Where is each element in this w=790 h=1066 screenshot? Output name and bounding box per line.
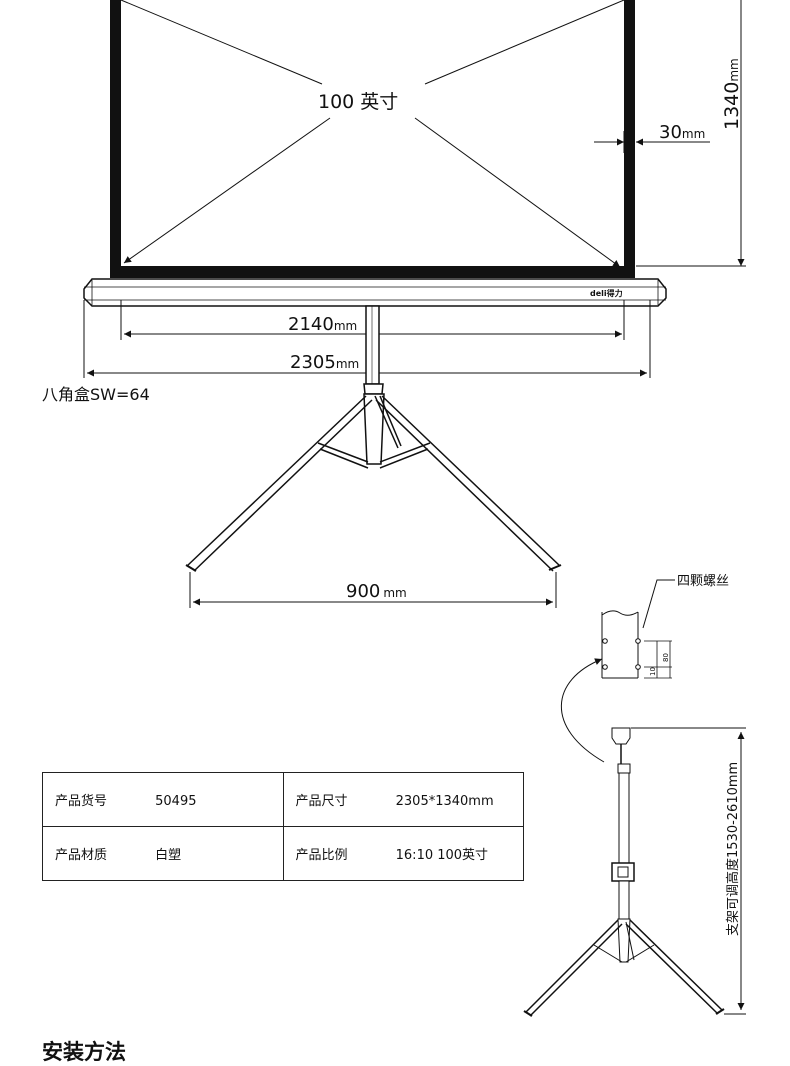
- spec-value: 50495: [155, 794, 197, 809]
- spec-label: 产品尺寸: [295, 794, 348, 809]
- diagonal-arrow: [414, 117, 621, 268]
- stand-height-dimension: 支架可调高度1530-2610mm: [631, 727, 746, 1015]
- spec-label: 产品材质: [55, 848, 108, 863]
- spec-value: 白塑: [155, 848, 182, 863]
- screw-hole: [635, 664, 641, 670]
- spec-value: 2305*1340mm: [395, 794, 494, 809]
- screen-case: deli得力: [83, 278, 667, 307]
- diagonal-line: [120, 0, 323, 85]
- border-dim-label: 30mm: [659, 122, 705, 143]
- screw-detail: [560, 579, 675, 763]
- screw-dim-2: 80: [662, 653, 670, 662]
- spec-cell: 产品材质 白塑: [42, 826, 284, 881]
- height-dim-label: 1340mm: [721, 58, 743, 130]
- stand-height-label: 支架可调高度1530-2610mm: [725, 762, 741, 936]
- case-logo: deli得力: [590, 288, 623, 298]
- spec-label: 产品比例: [295, 848, 348, 863]
- screw-label: 四颗螺丝: [677, 574, 729, 589]
- small-stand: [523, 727, 725, 1017]
- diagonal-arrow: [123, 117, 331, 264]
- spec-cell: 产品货号 50495: [42, 772, 284, 827]
- octagon-box-label: 八角盒SW=64: [42, 385, 150, 404]
- screen-surface: 100 英寸: [110, 0, 635, 278]
- case-width-label: 2305mm: [290, 352, 359, 373]
- screw-hole: [602, 664, 608, 670]
- spec-cell: 产品尺寸 2305*1340mm: [282, 772, 524, 827]
- border-dimension: 30mm: [594, 122, 710, 153]
- table-row: 产品材质 白塑 产品比例 16:10 100英寸: [42, 826, 524, 881]
- spec-cell: 产品比例 16:10 100英寸: [282, 826, 524, 881]
- table-row: 产品货号 50495 产品尺寸 2305*1340mm: [42, 772, 524, 827]
- spec-value: 16:10 100英寸: [395, 848, 489, 863]
- spec-label: 产品货号: [55, 794, 108, 809]
- screen-size-label: 100 英寸: [318, 91, 398, 113]
- diagonal-line: [424, 0, 625, 85]
- screen-width-label: 2140mm: [288, 314, 357, 335]
- spec-table: 产品货号 50495 产品尺寸 2305*1340mm 产品材质 白塑 产品比例…: [42, 772, 524, 881]
- installation-title: 安装方法: [42, 1040, 126, 1064]
- screw-dim-1: 10: [649, 667, 657, 676]
- height-dimension: 1340mm: [636, 0, 746, 267]
- screw-hole: [602, 638, 608, 644]
- screw-hole: [635, 638, 641, 644]
- main-tripod: [185, 305, 562, 572]
